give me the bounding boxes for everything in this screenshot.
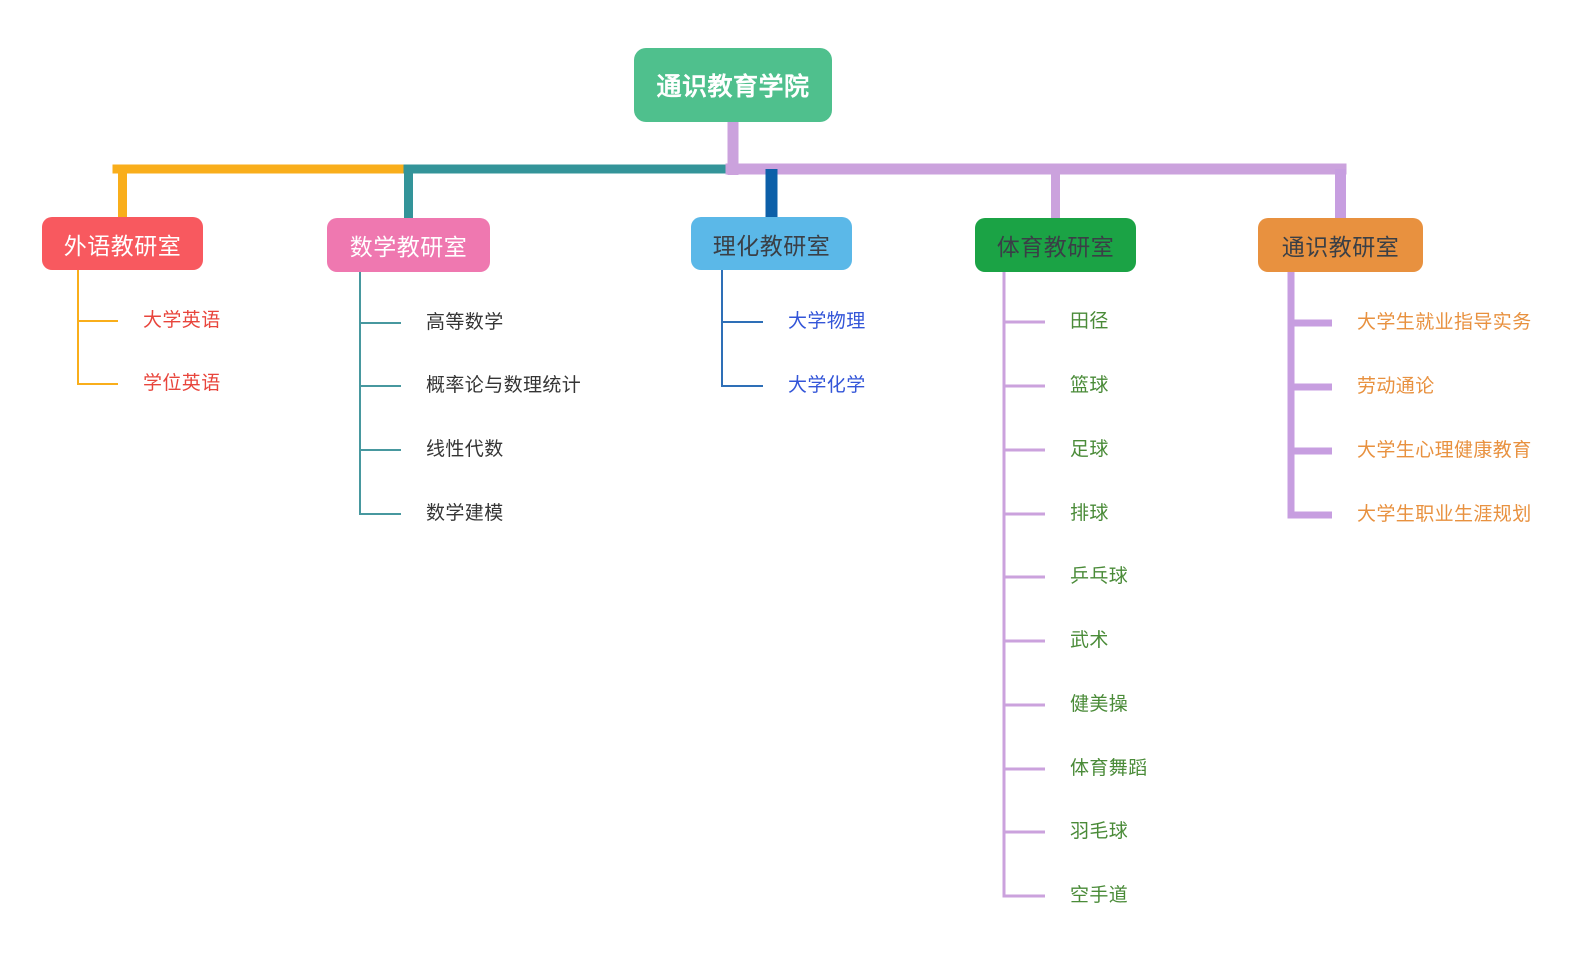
leaf-label-physical-education-4[interactable]: 乒乓球 — [1070, 566, 1129, 587]
leaf-label-mathematics-3[interactable]: 数学建模 — [426, 503, 504, 524]
root-node[interactable]: 通识教育学院 — [634, 48, 832, 122]
branch-node-label: 体育教研室 — [996, 234, 1115, 260]
leaf-label-foreign-language-0[interactable]: 大学英语 — [143, 310, 221, 331]
leaf-label-physical-education-2[interactable]: 足球 — [1070, 439, 1109, 460]
leaf-label-physics-chemistry-0[interactable]: 大学物理 — [788, 311, 866, 332]
leaf-label-mathematics-1[interactable]: 概率论与数理统计 — [426, 375, 582, 396]
leaf-label-physics-chemistry-1[interactable]: 大学化学 — [788, 375, 866, 396]
leaf-label-physical-education-1[interactable]: 篮球 — [1070, 375, 1109, 396]
leaf-label-foreign-language-1[interactable]: 学位英语 — [143, 373, 221, 394]
leaf-label-physical-education-8[interactable]: 羽毛球 — [1070, 821, 1129, 842]
leaf-label-physical-education-5[interactable]: 武术 — [1070, 630, 1109, 651]
branch-node-general-education[interactable]: 通识教研室 — [1258, 218, 1423, 272]
branch-node-label: 理化教研室 — [712, 232, 831, 259]
branch-node-label: 外语教研室 — [63, 232, 182, 259]
leaf-label-physical-education-6[interactable]: 健美操 — [1070, 694, 1129, 715]
leaf-label-physical-education-3[interactable]: 排球 — [1070, 503, 1109, 524]
leaf-label-physical-education-0[interactable]: 田径 — [1070, 311, 1109, 332]
branch-node-mathematics[interactable]: 数学教研室 — [327, 218, 490, 272]
branch-node-physical-education[interactable]: 体育教研室 — [975, 218, 1136, 272]
leaf-label-physical-education-7[interactable]: 体育舞蹈 — [1070, 758, 1148, 779]
branch-node-foreign-language[interactable]: 外语教研室 — [42, 217, 203, 270]
leaf-label-mathematics-2[interactable]: 线性代数 — [426, 439, 504, 460]
branch-node-physics-chemistry[interactable]: 理化教研室 — [691, 217, 852, 270]
branch-node-label: 数学教研室 — [349, 234, 468, 260]
root-node-label: 通识教育学院 — [656, 73, 810, 101]
leaf-label-general-education-1[interactable]: 劳动通论 — [1357, 376, 1435, 397]
leaf-label-general-education-2[interactable]: 大学生心理健康教育 — [1357, 440, 1532, 461]
leaf-label-general-education-0[interactable]: 大学生就业指导实务 — [1357, 312, 1532, 333]
leaf-label-physical-education-9[interactable]: 空手道 — [1070, 885, 1129, 906]
leaf-label-mathematics-0[interactable]: 高等数学 — [426, 312, 504, 333]
leaf-label-general-education-3[interactable]: 大学生职业生涯规划 — [1357, 504, 1532, 525]
branch-node-label: 通识教研室 — [1281, 234, 1400, 260]
